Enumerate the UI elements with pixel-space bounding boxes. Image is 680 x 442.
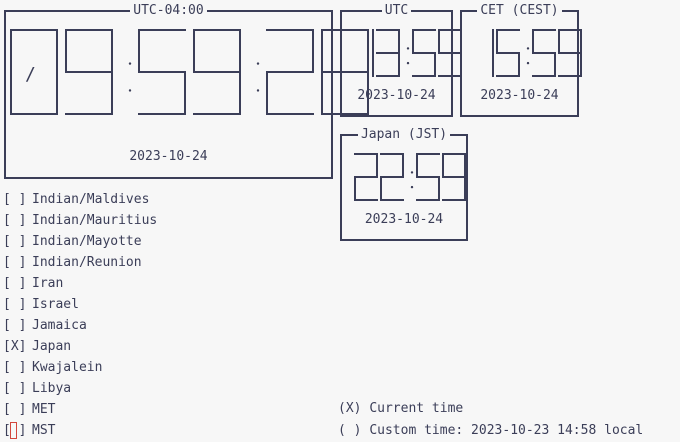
- timezone-label: Jamaica: [32, 318, 87, 333]
- colon-dot: [410, 185, 414, 189]
- checkbox[interactable]: [ ]: [3, 402, 27, 417]
- current-time-option[interactable]: (X) Current time: [338, 398, 643, 420]
- digit-0: [10, 29, 58, 115]
- checkbox[interactable]: [ ]: [3, 255, 27, 270]
- checkbox[interactable]: [ ]: [3, 276, 27, 291]
- timezone-label: Indian/Mauritius: [32, 213, 158, 228]
- digit-2: [380, 153, 404, 201]
- timezone-item-indian-mayotte[interactable]: [ ] Indian/Mayotte: [3, 231, 157, 252]
- timezone-item-libya[interactable]: [ ] Libya: [3, 378, 157, 399]
- custom-time-label: Custom time: 2023-10-23 14:58 local: [369, 423, 644, 438]
- main-clock-panel: UTC-04:00 / 2023-10-24: [4, 3, 369, 179]
- timezone-label: Libya: [32, 381, 72, 396]
- custom-time-option[interactable]: ( ) Custom time: 2023-10-23 14:58 local: [338, 420, 643, 442]
- utc-clock-date: 2023-10-24: [357, 88, 436, 103]
- checkbox[interactable]: [ ]: [3, 420, 27, 441]
- checkbox[interactable]: [ ]: [3, 297, 27, 312]
- digit-9: [438, 29, 462, 77]
- checkbox[interactable]: [ ]: [3, 381, 27, 396]
- timezone-item-japan[interactable]: [X] Japan: [3, 336, 157, 357]
- utc-clock-title: UTC: [381, 3, 412, 18]
- colon-dot: [256, 89, 260, 92]
- radio-button[interactable]: ( ): [338, 423, 362, 438]
- digit-9: [558, 29, 582, 77]
- timezone-label: Indian/Maldives: [32, 192, 150, 207]
- cet-clock-digits: [492, 29, 582, 77]
- colon-dot: [256, 62, 260, 65]
- timezone-item-israel[interactable]: [ ] Israel: [3, 294, 157, 315]
- timezone-label: Kwajalein: [32, 360, 103, 375]
- digit-5: [138, 29, 186, 115]
- timezone-label: Indian/Reunion: [32, 255, 142, 270]
- timezone-label: MET: [32, 402, 56, 417]
- cet-clock-panel: CET (CEST) 2023-10-24: [460, 3, 582, 117]
- utc-clock-digits: [372, 29, 462, 77]
- japan-clock-date: 2023-10-24: [364, 212, 444, 227]
- checkbox[interactable]: [ ]: [3, 213, 27, 228]
- timezone-item-jamaica[interactable]: [ ] Jamaica: [3, 315, 157, 336]
- digit-5: [496, 29, 520, 77]
- main-clock-digits: [10, 29, 369, 115]
- colon-dot: [410, 171, 414, 174]
- digit-2: [266, 29, 314, 115]
- utc-clock-panel: UTC 2023-10-24: [340, 3, 462, 117]
- japan-clock-title: Japan (JST): [357, 127, 451, 142]
- radio-button[interactable]: (X): [338, 401, 362, 416]
- digit-5: [532, 29, 556, 77]
- timezone-label: Indian/Mayotte: [32, 234, 142, 249]
- main-clock-date: 2023-10-24: [129, 149, 208, 164]
- digit-2: [354, 153, 378, 201]
- digit-9: [442, 153, 466, 201]
- timezone-label: Iran: [32, 276, 64, 291]
- text-cursor: [10, 422, 17, 439]
- cet-clock-date: 2023-10-24: [480, 88, 559, 103]
- checkbox[interactable]: [ ]: [3, 318, 27, 333]
- digit-9: [65, 29, 113, 115]
- timezone-label: Japan: [32, 339, 72, 354]
- checkbox-value: [ ]: [3, 423, 27, 438]
- timezone-label: MST: [32, 423, 56, 438]
- colon-dot: [526, 47, 530, 50]
- digit-8: [321, 29, 369, 115]
- checkbox[interactable]: [ ]: [3, 234, 27, 249]
- digit-5: [416, 153, 440, 201]
- digit-3: [376, 29, 400, 77]
- colon-dot: [526, 61, 530, 65]
- colon-dot: [406, 47, 410, 50]
- japan-clock-digits: [354, 153, 466, 201]
- timezone-list: [ ] Indian/Maldives [ ] Indian/Mauritius […: [3, 189, 157, 441]
- timezone-label: Israel: [32, 297, 79, 312]
- colon-dot: [128, 89, 132, 92]
- checkbox[interactable]: [ ]: [3, 192, 27, 207]
- timezone-item-met[interactable]: [ ] MET: [3, 399, 157, 420]
- main-clock-spinner: /: [25, 64, 36, 85]
- timezone-item-mst[interactable]: [ ] MST: [3, 420, 157, 441]
- time-mode-group: (X) Current time ( ) Custom time: 2023-1…: [338, 398, 643, 442]
- digit-5: [412, 29, 436, 77]
- japan-clock-panel: Japan (JST) 2023-10-24: [340, 127, 468, 241]
- colon-dot: [406, 61, 410, 65]
- timezone-item-indian-reunion[interactable]: [ ] Indian/Reunion: [3, 252, 157, 273]
- digit-9: [193, 29, 241, 115]
- main-clock-title: UTC-04:00: [130, 3, 207, 18]
- timezone-item-iran[interactable]: [ ] Iran: [3, 273, 157, 294]
- timezone-item-indian-mauritius[interactable]: [ ] Indian/Mauritius: [3, 210, 157, 231]
- cet-clock-title: CET (CEST): [477, 3, 562, 18]
- timezone-item-indian-maldives[interactable]: [ ] Indian/Maldives: [3, 189, 157, 210]
- colon-dot: [128, 62, 132, 65]
- current-time-label: Current time: [369, 401, 464, 416]
- checkbox[interactable]: [X]: [3, 339, 27, 354]
- timezone-item-kwajalein[interactable]: [ ] Kwajalein: [3, 357, 157, 378]
- checkbox[interactable]: [ ]: [3, 360, 27, 375]
